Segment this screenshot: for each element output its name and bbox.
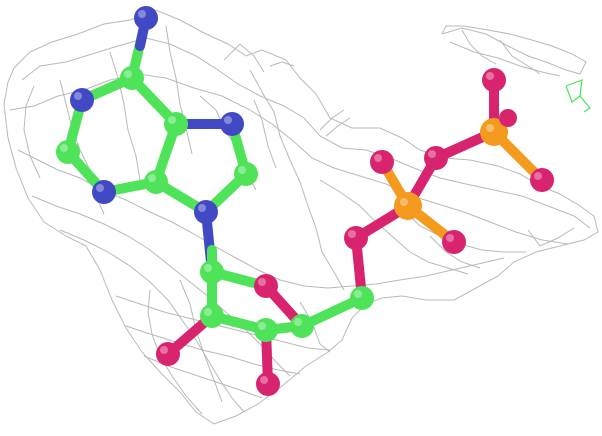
nitrogen-atom <box>194 200 218 224</box>
oxygen-atom <box>530 168 554 192</box>
oxygen-atom <box>370 150 394 174</box>
carbon-atom <box>234 162 258 186</box>
carbon-atom <box>200 304 224 328</box>
carbon-atom <box>164 112 188 136</box>
phosphorus-atom <box>394 192 422 220</box>
oxygen-atom <box>482 68 506 92</box>
carbon-atom <box>144 170 168 194</box>
carbon-atom <box>56 140 80 164</box>
nitrogen-atom <box>134 6 158 30</box>
oxygen-atom <box>442 230 466 254</box>
nitrogen-atom <box>70 88 94 112</box>
atom-highlights <box>60 10 542 384</box>
oxygen-atom <box>156 342 180 366</box>
oxygen-atom <box>344 226 368 250</box>
oxygen-atom <box>499 109 517 127</box>
nitrogen-atom <box>92 180 116 204</box>
carbon-atom <box>120 66 144 90</box>
oxygen-atom <box>424 146 448 170</box>
carbon-atom <box>200 260 224 284</box>
oxygen-atom <box>256 372 280 396</box>
oxygen-atom <box>254 274 278 298</box>
atoms <box>56 6 554 396</box>
carbon-atom <box>254 318 278 342</box>
carbon-atom <box>290 314 314 338</box>
carbon-atom <box>350 286 374 310</box>
phosphorus-atom <box>480 118 508 146</box>
green-fragment <box>565 79 591 113</box>
nitrogen-atom <box>220 112 244 136</box>
